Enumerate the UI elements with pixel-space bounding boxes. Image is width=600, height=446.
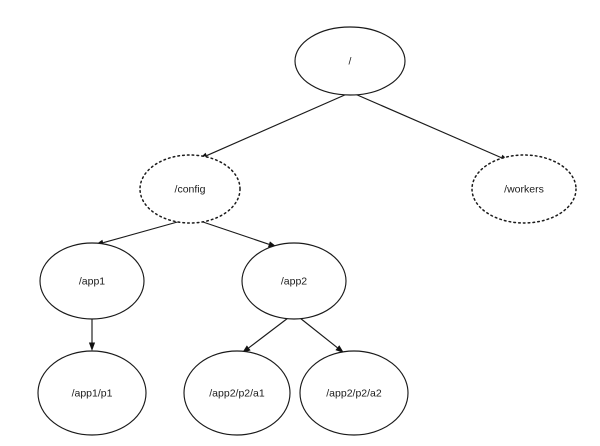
- node-root[interactable]: /: [294, 26, 406, 96]
- node-shape-solid: [183, 350, 291, 436]
- edge-line: [199, 220, 270, 245]
- node-shape-dotted: [471, 154, 577, 224]
- edge-line: [299, 317, 338, 349]
- nodes-layer: / /config/workers/app1/app2/app1/p1/app2/…: [37, 26, 577, 436]
- node-label: /app2/p2/a2: [326, 387, 382, 399]
- edge-app1-to-app1p1: [88, 319, 96, 351]
- node-shape-solid: [241, 242, 347, 320]
- node-label: /config: [175, 183, 206, 195]
- node-label: /app2: [281, 275, 307, 287]
- node-app1p1[interactable]: /app1/p1: [37, 350, 147, 436]
- node-label: /workers: [504, 183, 544, 195]
- edge-config-to-app2: [199, 220, 277, 248]
- arrow-head-icon: [335, 345, 344, 353]
- node-label: /app1/p1: [72, 387, 113, 399]
- node-app2p2a1[interactable]: /app2/p2/a1: [183, 350, 291, 436]
- edge-app2-to-app2p2a1: [242, 317, 289, 353]
- edges-layer: [88, 93, 509, 353]
- edge-line: [206, 93, 348, 157]
- node-app2p2a2[interactable]: /app2/p2/a2: [299, 350, 409, 436]
- node-shape-dotted: [139, 154, 241, 224]
- node-config[interactable]: /config: [139, 154, 241, 224]
- edge-root-to-workers: [354, 93, 509, 161]
- edge-config-to-app1: [95, 220, 182, 246]
- node-workers[interactable]: /workers: [471, 154, 577, 224]
- edge-line: [248, 317, 289, 349]
- edge-app2-to-app2p2a2: [299, 317, 344, 353]
- node-shape-solid: [37, 350, 147, 436]
- node-shape-solid: [39, 242, 145, 320]
- node-app2[interactable]: /app2: [241, 242, 347, 320]
- edge-line: [103, 220, 182, 244]
- node-app1[interactable]: /app1: [39, 242, 145, 320]
- node-label: /app2/p2/a1: [209, 387, 265, 399]
- node-shape-solid: [294, 26, 406, 96]
- node-label: /: [349, 55, 352, 67]
- edge-line: [354, 93, 502, 159]
- arrow-head-icon: [88, 342, 96, 351]
- node-shape-solid: [299, 350, 409, 436]
- node-label: /app1: [79, 275, 105, 287]
- edge-root-to-config: [199, 93, 348, 159]
